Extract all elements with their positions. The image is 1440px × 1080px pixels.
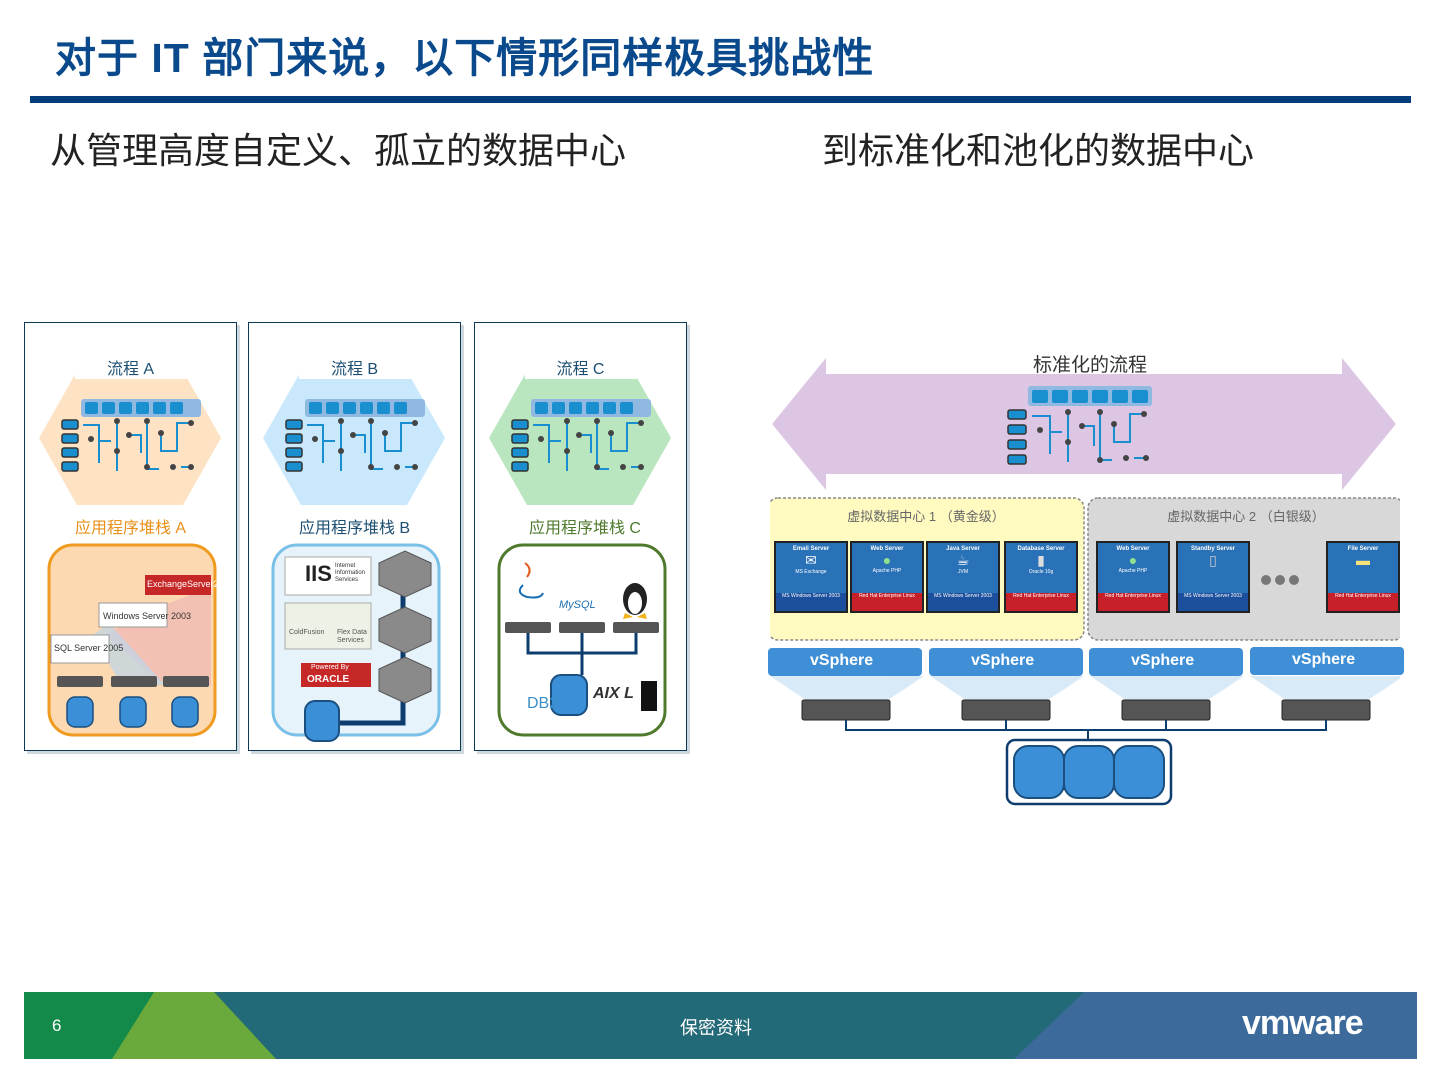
folder-icon: ▬ bbox=[1356, 552, 1370, 568]
flex-logo-text: Flex Data Services bbox=[337, 629, 367, 644]
standard-flow-label: 标准化的流程 bbox=[1032, 355, 1147, 376]
vsphere-bar-4: vSphere bbox=[1250, 647, 1404, 675]
left-heading: 从管理高度自定义、孤立的数据中心 bbox=[50, 130, 627, 171]
iis-logo-sub: Internet Information Services bbox=[335, 563, 366, 583]
aix-logo-text: AIX L bbox=[593, 685, 634, 702]
page-number: 6 bbox=[52, 1016, 62, 1035]
server-tile-standby: Standby Server ▯ MS Windows Server 2003 bbox=[1176, 541, 1250, 613]
confidential-label: 保密资料 bbox=[680, 1018, 752, 1038]
mysql-logo-text: MySQL bbox=[559, 599, 596, 611]
flow-a-label: 流程 A bbox=[106, 361, 155, 378]
sql-logo-text: SQL Server 2005 bbox=[54, 643, 124, 653]
footer-background bbox=[24, 992, 1417, 1059]
title-underline bbox=[30, 96, 1411, 103]
panel-b: 流程 B 应用程序堆栈 B IIS Internet Information S… bbox=[248, 322, 461, 751]
stack-b-label: 应用程序堆栈 B bbox=[298, 520, 411, 537]
panel-c: 流程 C 应用程序堆栈 C MySQL DB2 AIX L bbox=[474, 322, 687, 751]
flow-c-label: 流程 C bbox=[556, 361, 605, 378]
server-tile-email: Email Server ✉ MS Exchange MS Windows Se… bbox=[774, 541, 848, 613]
stack-a-label: 应用程序堆栈 A bbox=[74, 520, 187, 537]
server-tile-file: File Server ▬ Red Hat Enterprise Linux bbox=[1326, 541, 1400, 613]
flow-c-graphic bbox=[489, 363, 671, 737]
db2-label: DB2 bbox=[527, 695, 559, 712]
globe-icon: ● bbox=[1128, 552, 1138, 568]
database-icon: ▮ bbox=[1037, 552, 1045, 568]
vsphere-wedges bbox=[770, 676, 1400, 700]
coldfusion-logo-text: ColdFusion bbox=[289, 629, 325, 636]
flow-a-diagram bbox=[61, 399, 201, 472]
panel-a: 流程 A 应用程序堆栈 A ExchangeServer2007 Windows… bbox=[24, 322, 237, 751]
globe-icon: ● bbox=[882, 552, 892, 568]
vmware-logo: vmware bbox=[1242, 1004, 1364, 1042]
vsphere-bar-2: vSphere bbox=[929, 648, 1083, 676]
server-tile-java: Java Server ☕ JVM MS Windows Server 2003 bbox=[926, 541, 1000, 613]
java-icon bbox=[518, 562, 544, 599]
iis-logo-text: IIS bbox=[305, 561, 332, 586]
oracle-logo-text: ORACLE bbox=[307, 674, 350, 685]
coffee-cup-icon: ☕ bbox=[956, 552, 970, 568]
server-tile-web: Web Server ● Apache PHP Red Hat Enterpri… bbox=[850, 541, 924, 613]
server-icon: ▯ bbox=[1209, 552, 1217, 568]
vdc1-label: 虚拟数据中心 1 （黄金级） bbox=[847, 509, 1005, 524]
right-heading: 到标准化和池化的数据中心 bbox=[822, 130, 1255, 171]
flow-a-graphic bbox=[39, 363, 221, 737]
exchange-logo-text: ExchangeServer2007 bbox=[147, 579, 234, 589]
linux-penguin-icon bbox=[623, 583, 647, 619]
vsphere-bar-1: vSphere bbox=[768, 648, 922, 676]
envelope-icon: ✉ bbox=[805, 552, 817, 568]
flow-b-graphic bbox=[263, 363, 445, 742]
vdc2-label: 虚拟数据中心 2 （白银级） bbox=[1167, 509, 1325, 524]
flow-b-label: 流程 B bbox=[330, 361, 379, 378]
vsphere-bar-3: vSphere bbox=[1089, 648, 1243, 676]
stack-c-label: 应用程序堆栈 C bbox=[528, 520, 641, 537]
footer-bar: 6 保密资料 vmware bbox=[24, 992, 1417, 1059]
right-diagram bbox=[770, 350, 1400, 806]
server-tile-database: Database Server ▮ Oracle 10g Red Hat Ent… bbox=[1004, 541, 1078, 613]
powered-by-text: Powered By bbox=[311, 664, 349, 671]
slide-title: 对于 IT 部门来说，以下情形同样极具挑战性 bbox=[55, 35, 875, 81]
windows-logo-text: Windows Server 2003 bbox=[103, 611, 192, 621]
server-tile-web-2: Web Server ● Apache PHP Red Hat Enterpri… bbox=[1096, 541, 1170, 613]
